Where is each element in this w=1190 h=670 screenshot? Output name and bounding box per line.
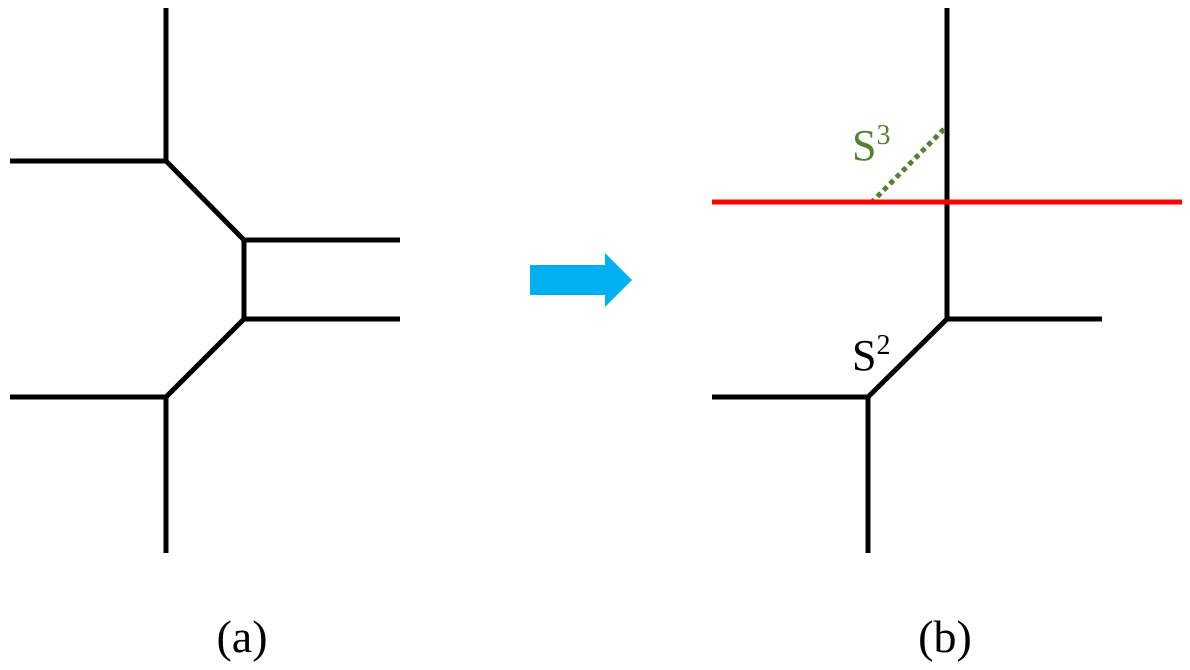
panel-b-caption: (b) — [918, 611, 972, 662]
panel-b-dotted-diagonal — [870, 127, 946, 204]
label-s2: S2 — [852, 330, 890, 380]
label-s2-sup: 2 — [876, 330, 890, 361]
panel-a-caption: (a) — [216, 611, 267, 662]
panel-a-lower-diagonal — [164, 317, 246, 399]
label-s3-base: S — [852, 121, 876, 170]
label-s3: S3 — [852, 120, 890, 170]
right-arrow-icon — [530, 253, 632, 307]
panel-b-diagonal — [866, 317, 949, 399]
label-s3-sup: 3 — [876, 120, 890, 151]
panel-a-diagram — [10, 8, 400, 553]
panel-a-upper-diagonal — [164, 159, 246, 242]
label-s2-base: S — [852, 331, 876, 380]
panel-b-diagram — [712, 8, 1102, 553]
